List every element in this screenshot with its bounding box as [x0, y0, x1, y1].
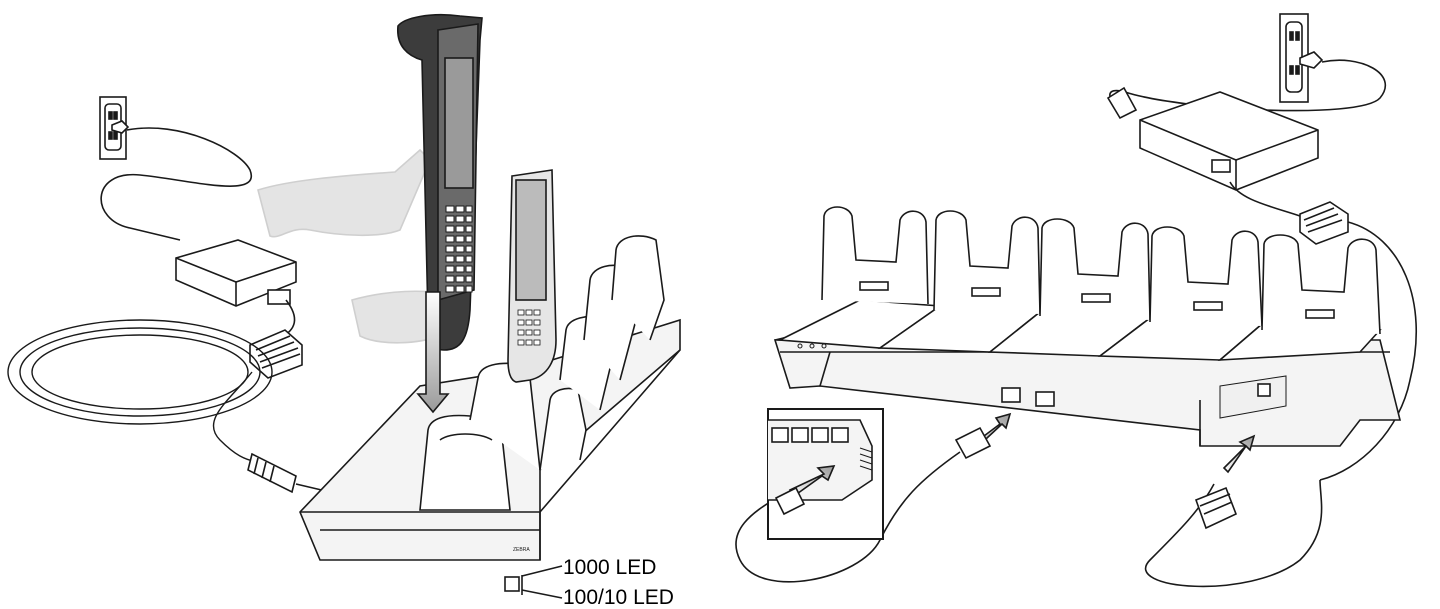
ethernet-port-icon	[791, 427, 809, 443]
handheld-computer	[397, 13, 483, 351]
brand-mark: ZEBRA	[513, 547, 530, 553]
handheld-computer-docked	[507, 169, 557, 383]
led-1000-label: 1000 LED	[563, 556, 656, 579]
cable-coupler	[1299, 201, 1349, 245]
cable-coupler	[249, 329, 303, 379]
wall-outlet-icon	[1279, 13, 1324, 103]
arrow-insert-icon	[1222, 434, 1256, 474]
ethernet-inset	[767, 408, 884, 540]
ethernet-port-icon	[811, 427, 829, 443]
ethernet-port-icon	[831, 427, 849, 443]
keypad	[445, 205, 473, 293]
five-slot-cradle	[773, 206, 1402, 447]
five-slot-cradle: ZEBRA	[299, 235, 681, 595]
left-illustration: ZEBRA	[7, 13, 681, 599]
ac-cord	[100, 127, 253, 241]
dc-cable	[1144, 479, 1323, 588]
ethernet-port-icon	[1035, 391, 1055, 407]
coiled-cable	[7, 319, 273, 463]
led-100-10-leader	[521, 589, 563, 599]
ethernet-port-icon	[771, 427, 789, 443]
power-supply-icon	[175, 239, 297, 307]
right-illustration	[735, 13, 1418, 588]
ac-cord	[1109, 59, 1387, 112]
power-supply-icon	[1139, 91, 1319, 191]
ethernet-port-icon	[1001, 387, 1021, 403]
ethernet-cable	[735, 451, 961, 583]
arrow-down-icon	[416, 291, 450, 414]
led-1000-leader	[521, 565, 563, 577]
led-100-10-label: 100/10 LED	[563, 586, 674, 609]
ghost-device-rotated	[257, 148, 439, 344]
dc-plug	[247, 452, 331, 494]
wall-outlet-icon	[99, 96, 130, 160]
